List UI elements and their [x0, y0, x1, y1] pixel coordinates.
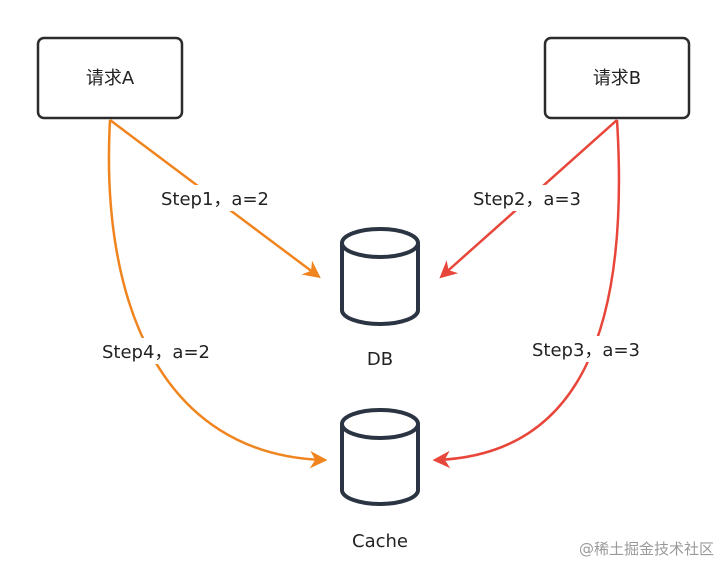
step4-label: Step4，a=2 [102, 342, 210, 363]
request-b-node: 请求B [543, 36, 691, 120]
db-node: DB [340, 227, 420, 370]
cache-cylinder-body [340, 424, 420, 506]
request-b-label: 请求B [593, 68, 641, 89]
step1-label: Step1，a=2 [161, 189, 269, 210]
step4-arrow [107, 119, 328, 469]
step3-label: Step3，a=3 [532, 340, 640, 361]
step3-arrow [432, 119, 621, 469]
cache-node: Cache [340, 408, 420, 552]
step4-label-bg [98, 338, 214, 364]
db-cylinder-top [340, 227, 420, 259]
cache-label: Cache [352, 531, 408, 552]
watermark-text: @稀土掘金技术社区 [579, 540, 714, 558]
request-b-box [543, 36, 691, 120]
step1-label-bg [158, 185, 272, 211]
step2-label-bg [470, 185, 584, 211]
db-label: DB [367, 349, 393, 370]
request-a-label: 请求A [86, 68, 135, 89]
step2-label: Step2，a=3 [473, 189, 581, 210]
request-a-node: 请求A [36, 36, 184, 120]
db-cylinder-body [340, 243, 420, 326]
step3-label-bg [528, 336, 644, 362]
cache-cylinder-top [340, 408, 420, 440]
request-a-box [36, 36, 184, 120]
